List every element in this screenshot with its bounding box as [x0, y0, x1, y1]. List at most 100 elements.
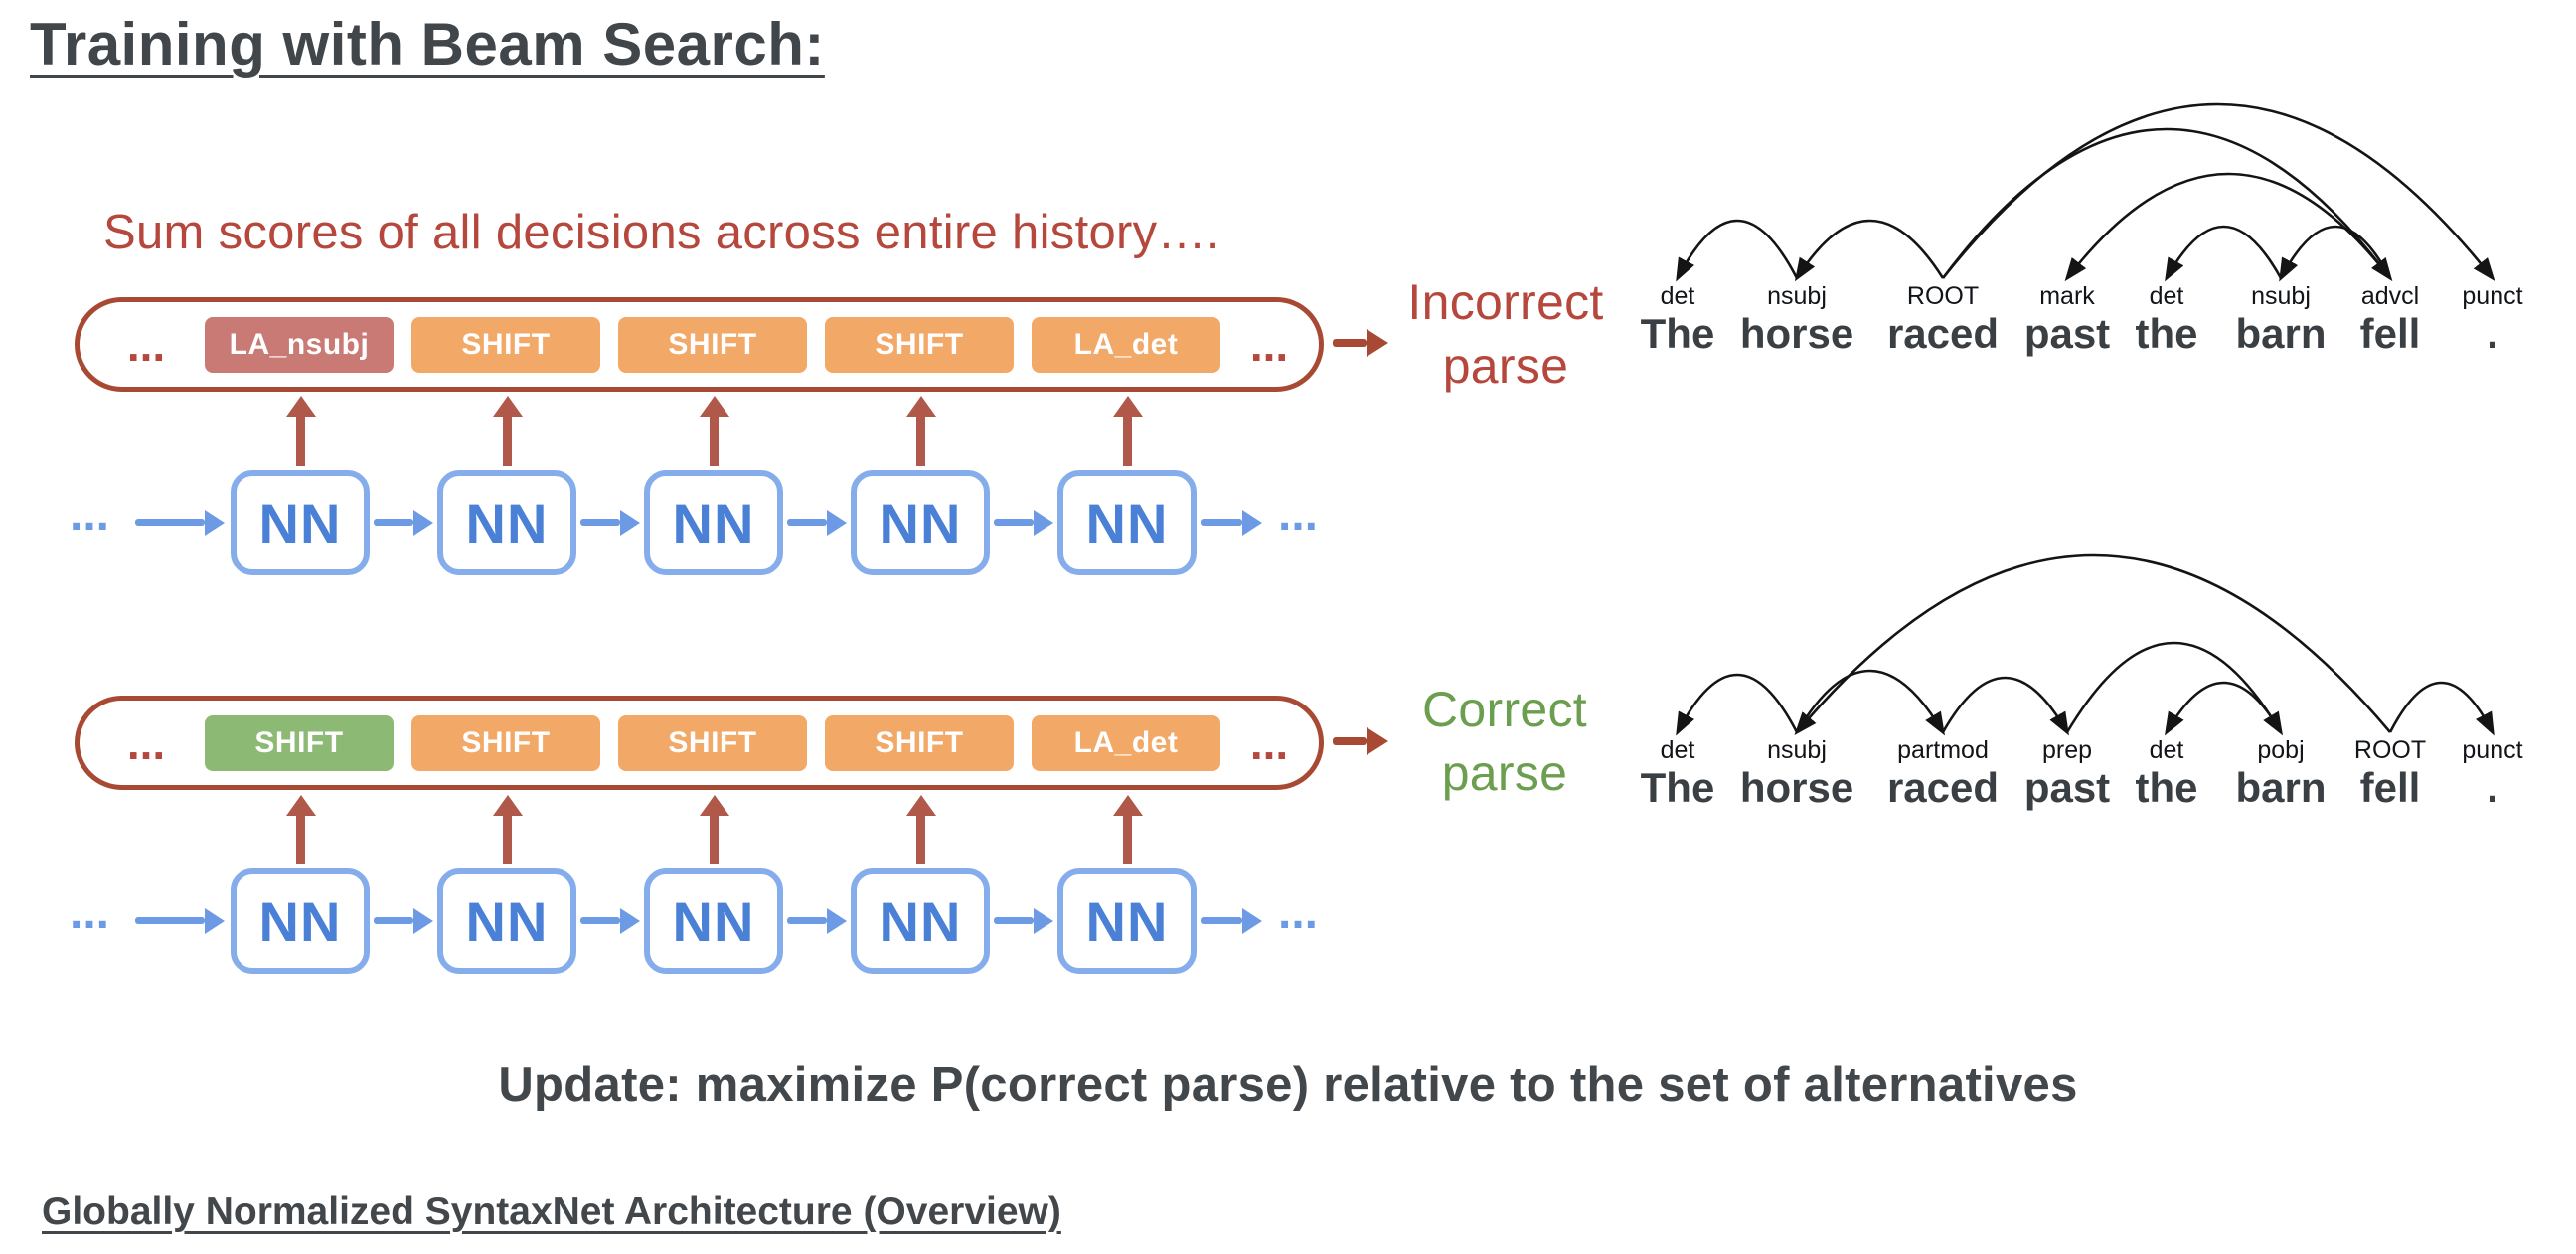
dependency-label: nsubj [1767, 282, 1827, 310]
arrow-right-icon [1201, 519, 1242, 526]
dependency-arc [2165, 681, 2283, 736]
dependency-label: prep [2042, 736, 2092, 764]
arrow-right-icon [994, 917, 1034, 924]
chain-ellipsis-right: ... [1278, 886, 1319, 939]
arrow-right-icon [787, 917, 827, 924]
dependency-label: det [1661, 736, 1695, 764]
dependency-label: ROOT [2354, 736, 2426, 764]
correct-parse-label: Correct parse [1387, 678, 1622, 805]
nn-cell: NN [1057, 868, 1197, 974]
arrow-right-icon [1333, 339, 1367, 347]
nn-cell: NN [437, 470, 576, 575]
sentence-word: past [2024, 764, 2110, 811]
nn-cell: NN [1057, 470, 1197, 575]
nn-cell: NN [231, 868, 370, 974]
arrow-up-icon [1123, 815, 1132, 864]
footer-heading: Globally Normalized SyntaxNet Architectu… [42, 1190, 1061, 1233]
incorrect-parse-label-line1: Incorrect [1407, 274, 1604, 330]
arrow-up-icon [710, 416, 719, 466]
nn-cell: NN [437, 868, 576, 974]
arrow-up-icon [710, 815, 719, 864]
nn-cell: NN [851, 868, 990, 974]
dependency-arc [2165, 225, 2283, 282]
arrow-right-icon [994, 519, 1034, 526]
arrow-up-icon [1123, 416, 1132, 466]
dependency-arc [1676, 673, 1799, 736]
sentence-word: the [2136, 310, 2198, 357]
sentence-word: . [2487, 764, 2498, 811]
dependency-label: ROOT [1907, 282, 1979, 310]
incorrect-parse-label-line2: parse [1442, 338, 1569, 393]
arrow-up-icon [503, 815, 512, 864]
sentence-word: raced [1887, 764, 1999, 811]
nn-cell: NN [231, 470, 370, 575]
dependency-label: advcl [2361, 282, 2419, 310]
action-box-shift: SHIFT [825, 714, 1014, 771]
action-box-shift: SHIFT [618, 316, 807, 373]
action-box-la-det: LA_det [1032, 316, 1220, 373]
sentence-word: . [2487, 310, 2498, 357]
dependency-arc [2388, 681, 2495, 736]
arrow-right-icon [580, 519, 620, 526]
dependency-arc [1941, 102, 2496, 282]
arrow-right-icon [374, 519, 413, 526]
correct-parse-label-line1: Correct [1421, 682, 1588, 737]
action-box-shift: SHIFT [825, 316, 1014, 373]
page-title: Training with Beam Search: [30, 11, 825, 78]
arrow-up-icon [503, 416, 512, 466]
dependency-label: partmod [1897, 736, 1989, 764]
arrow-right-icon [1201, 917, 1242, 924]
nn-cell: NN [644, 868, 783, 974]
action-box-la-det: LA_det [1032, 714, 1220, 771]
history-ellipsis-right: ... [1249, 318, 1289, 371]
arrow-up-icon [916, 416, 925, 466]
action-box-shift: SHIFT [411, 316, 600, 373]
sentence-word: fell [2360, 310, 2421, 357]
dependency-label: punct [2462, 282, 2522, 310]
arrow-right-icon [1333, 737, 1367, 745]
sentence-word: barn [2235, 310, 2326, 357]
sentence-word: The [1641, 310, 1715, 357]
sentence-word: barn [2235, 764, 2326, 811]
arrow-up-icon [916, 815, 925, 864]
arrow-right-icon [580, 917, 620, 924]
history-ellipsis-right: ... [1249, 716, 1289, 769]
arrow-right-icon [374, 917, 413, 924]
sentence-word: raced [1887, 310, 1999, 357]
sentence-word: past [2024, 310, 2110, 357]
dependency-arc [1941, 676, 2069, 736]
dependency-arc [2065, 641, 2284, 736]
beam-history-incorrect: ... LA_nsubj SHIFT SHIFT SHIFT LA_det ..… [75, 297, 1324, 392]
dependency-label: det [1661, 282, 1695, 310]
arrow-up-icon [296, 815, 305, 864]
dependency-label: nsubj [1767, 736, 1827, 764]
dependency-arc [1676, 219, 1799, 282]
action-box-shift-correct: SHIFT [205, 714, 394, 771]
chain-ellipsis-left: ... [70, 886, 110, 939]
arrow-right-icon [787, 519, 827, 526]
history-ellipsis-left: ... [126, 716, 166, 769]
chain-ellipsis-left: ... [70, 488, 110, 541]
dependency-arc [1795, 669, 1945, 736]
arrow-right-icon [135, 917, 205, 924]
dependency-arc [1794, 553, 2391, 735]
dependency-label: punct [2462, 736, 2522, 764]
nn-cell: NN [851, 470, 990, 575]
beam-history-correct: ... SHIFT SHIFT SHIFT SHIFT LA_det ... [75, 696, 1324, 790]
history-ellipsis-left: ... [126, 318, 166, 371]
correct-parse-label-line2: parse [1441, 745, 1568, 801]
sentence-word: horse [1740, 764, 1853, 811]
incorrect-parse-label: Incorrect parse [1381, 270, 1630, 397]
update-note: Update: maximize P(correct parse) relati… [498, 1058, 2078, 1112]
dependency-arc [2279, 225, 2392, 282]
subtitle: Sum scores of all decisions across entir… [103, 206, 1220, 259]
chain-ellipsis-right: ... [1278, 488, 1319, 541]
dependency-arc [1794, 219, 1945, 282]
dependency-label: det [2150, 282, 2184, 310]
sentence-word: the [2136, 764, 2198, 811]
arrow-right-icon [135, 519, 205, 526]
dependency-label: mark [2039, 282, 2095, 310]
